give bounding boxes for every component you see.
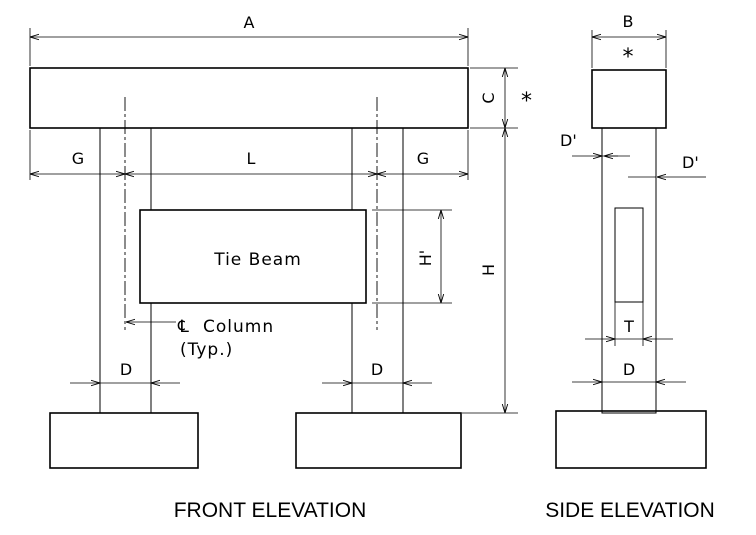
- dimension-c-label: C: [479, 92, 498, 103]
- dimension-b-star: *: [623, 45, 634, 70]
- side-tie-beam: [614, 207, 644, 303]
- dimension-g-right-label: G: [417, 149, 429, 168]
- front-elevation-title: FRONT ELEVATION: [174, 499, 367, 522]
- right-footing: [295, 412, 462, 469]
- dimension-b-label: B: [623, 12, 634, 31]
- dimension-d-side-label: D: [623, 360, 635, 379]
- dimension-a-label: A: [244, 13, 255, 32]
- front-elevation: Tie Beam A C * G L G H' H: [29, 13, 532, 522]
- tie-beam-label: Tie Beam: [213, 250, 302, 270]
- dimension-l-label: L: [247, 149, 256, 168]
- side-elevation-title: SIDE ELEVATION: [545, 499, 715, 522]
- column-note-line1: Column: [203, 317, 274, 337]
- dimension-d-prime-top-label: D': [560, 131, 577, 150]
- dimension-d-prime-right-label: D': [682, 153, 699, 172]
- column-note-line2: (Typ.): [180, 340, 233, 360]
- dimension-d-left-label: D: [120, 360, 132, 379]
- left-footing: [49, 412, 199, 469]
- side-elevation: B * D' D' T D SIDE ELEVATION: [545, 12, 715, 522]
- cap-beam: [29, 67, 469, 129]
- side-footing: [555, 410, 707, 469]
- centerline-symbol: ℄: [177, 317, 190, 337]
- side-cap-beam: [591, 69, 667, 129]
- dimension-c-star: *: [521, 89, 532, 114]
- tie-beam: [139, 209, 367, 304]
- dimension-t-label: T: [623, 317, 634, 336]
- dimension-h-label: H: [479, 264, 498, 276]
- dimension-h-prime-label: H': [416, 250, 435, 266]
- dimension-d-right-label: D: [371, 360, 383, 379]
- dimension-g-left-label: G: [72, 149, 84, 168]
- side-column: [601, 127, 657, 414]
